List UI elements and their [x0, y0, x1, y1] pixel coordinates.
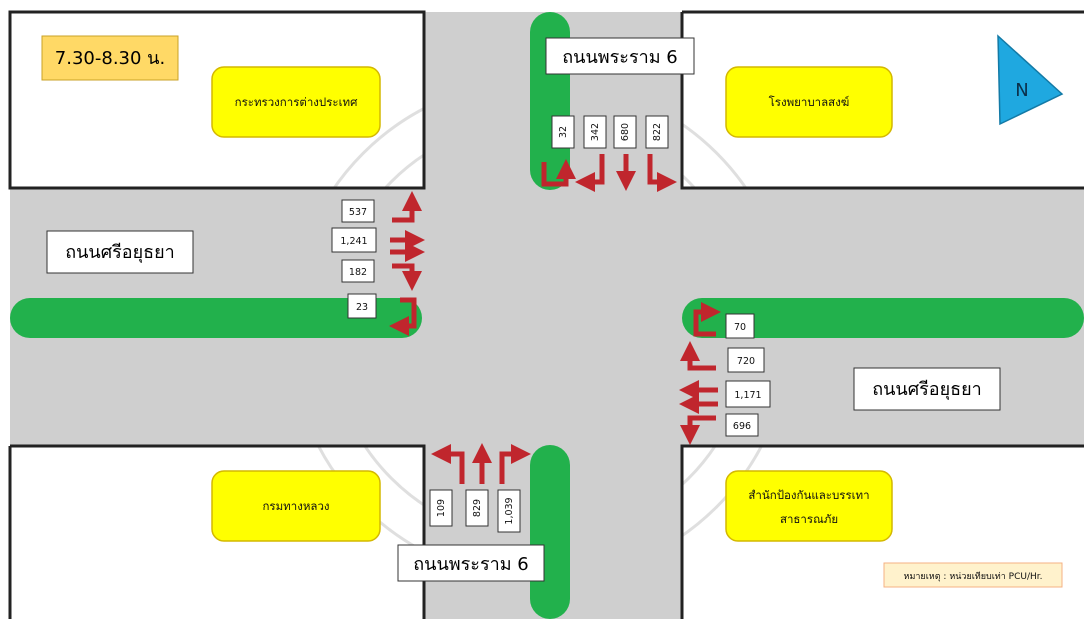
building-ne [725, 66, 893, 138]
north-volume-2: 342 [590, 123, 601, 141]
north-volume-3: 680 [620, 123, 631, 141]
north-volume-box-1 [551, 115, 575, 149]
median-south [530, 445, 570, 619]
east-volume-4: 696 [733, 421, 751, 432]
west-volume-1: 537 [349, 207, 367, 218]
median-east [682, 298, 1084, 338]
east-volume-box-3 [725, 380, 771, 408]
building-nw-label: กระทรวงการต่างประเทศ [235, 95, 358, 109]
north-volume-1: 32 [558, 126, 569, 138]
west-left-turn-arrow-icon [392, 191, 422, 223]
east-volumes: 70 720 1,171 696 [725, 313, 771, 437]
road-name-west-box [46, 230, 194, 274]
east-volume-2: 720 [737, 356, 755, 367]
west-volumes: 537 1,241 182 23 [331, 199, 377, 319]
south-volume-2: 829 [472, 499, 483, 517]
south-volume-1: 109 [436, 499, 447, 517]
north-compass-icon: N [997, 34, 1064, 126]
building-se-label-2: สาธารณภัย [780, 512, 838, 526]
building-se [725, 470, 893, 542]
note-label: หมายเหตุ : หน่วยเทียบเท่า PCU/Hr. [904, 571, 1043, 582]
time-label: 7.30-8.30 น. [55, 48, 165, 69]
north-right-turn-arrow-icon [575, 154, 605, 192]
east-volume-1: 70 [734, 322, 746, 333]
compass-label: N [1015, 80, 1028, 101]
north-volume-4: 822 [652, 123, 663, 141]
road-name-east: ถนนศรีอยุธยา [872, 379, 982, 400]
building-ne-label: โรงพยาบาลสงฆ์ [769, 95, 850, 109]
west-uturn-arrow-icon [389, 297, 417, 336]
west-volume-box-1 [341, 199, 375, 223]
west-volume-3: 182 [349, 267, 367, 278]
east-volume-box-1 [725, 313, 755, 339]
west-volume-box-3 [341, 259, 375, 283]
west-volume-2: 1,241 [340, 236, 367, 247]
west-right-turn-arrow-icon [392, 263, 422, 291]
east-volume-box-2 [727, 347, 765, 373]
east-uturn-arrow-icon [693, 302, 721, 337]
road-name-south: ถนนพระราม 6 [413, 554, 529, 575]
note-box [883, 562, 1063, 588]
south-volume-box-1 [429, 489, 453, 527]
east-volume-3: 1,171 [734, 390, 761, 401]
west-volume-box-4 [347, 293, 377, 319]
building-se-label-1: สำนักป้องกันและบรรเทา [748, 488, 869, 502]
north-volumes: 32 342 680 822 [551, 115, 669, 149]
south-volume-box-3 [497, 489, 521, 533]
road-name-west: ถนนศรีอยุธยา [65, 242, 175, 263]
north-left-turn-arrow-icon [647, 154, 677, 192]
east-volume-box-4 [725, 413, 759, 437]
time-label-box [41, 35, 179, 81]
building-nw [211, 66, 381, 138]
south-volume-box-2 [465, 489, 489, 527]
building-sw-label: กรมทางหลวง [262, 499, 329, 513]
south-volume-3: 1,039 [504, 497, 515, 524]
north-volume-box-3 [613, 115, 637, 149]
building-sw [211, 470, 381, 542]
south-left-turn-arrow-icon [431, 444, 465, 484]
north-uturn-arrow-icon [541, 159, 576, 187]
east-right-turn-arrow-icon [680, 341, 716, 371]
west-volume-box-2 [331, 227, 377, 253]
median-west [10, 298, 422, 338]
south-right-turn-arrow-icon [499, 444, 531, 484]
east-left-turn-arrow-icon [680, 415, 716, 445]
north-volume-box-2 [583, 115, 607, 149]
south-volumes: 109 829 1,039 [429, 489, 521, 533]
road-name-north-box [545, 37, 695, 75]
road-name-east-box [853, 367, 1001, 411]
west-volume-4: 23 [356, 302, 368, 313]
road-name-north: ถนนพระราม 6 [562, 47, 678, 68]
road-name-south-box [397, 544, 545, 582]
north-volume-box-4 [645, 115, 669, 149]
